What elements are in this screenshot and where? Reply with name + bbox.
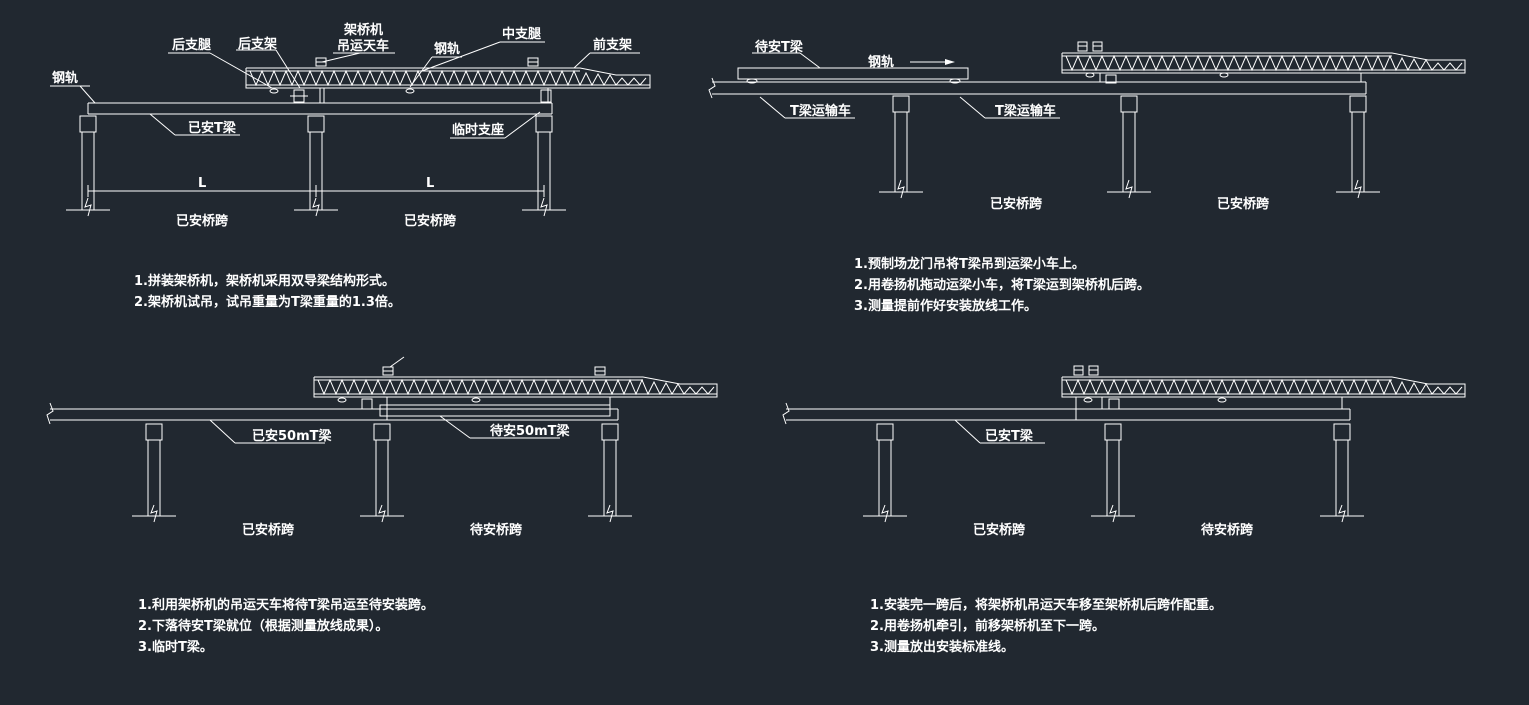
note-p3-1: 1.利用架桥机的吊运天车将待T梁吊运至待安装跨。 — [138, 597, 434, 613]
label-installed-girder: 已安T梁 — [188, 120, 237, 136]
support-legs — [269, 88, 552, 103]
note-p2-2: 2.用卷扬机拖动运梁小车，将T梁运到架桥机后跨。 — [854, 277, 1150, 293]
trolley — [315, 57, 539, 67]
trolleys-and-legs — [1073, 365, 1343, 420]
label-mid-leg: 中支腿 — [502, 26, 541, 42]
pier-3 — [588, 423, 632, 523]
span-dimension — [87, 185, 545, 197]
note-p4-2: 2.用卷扬机牵引，前移架桥机至下一跨。 — [870, 618, 1105, 634]
label-front-support: 前支架 — [593, 37, 632, 53]
pier-1 — [132, 423, 176, 523]
label-span2: 待安桥跨 — [1200, 522, 1254, 538]
pier-3 — [1320, 423, 1364, 523]
leader-lines — [752, 52, 1060, 119]
deck — [46, 402, 619, 425]
label-installed-girder: 已安T梁 — [985, 428, 1034, 444]
label-span2: 已安桥跨 — [1217, 196, 1270, 212]
note-p2-3: 3.测量提前作好安装放线工作。 — [854, 298, 1037, 314]
note-p1-2: 2.架桥机试吊，试吊重量为T梁重量的1.3倍。 — [134, 294, 401, 310]
label-span2: 已安桥跨 — [404, 213, 457, 229]
label-span2: 待安桥跨 — [469, 522, 523, 538]
label-temp-support: 临时支座 — [452, 122, 504, 138]
pier-1 — [863, 423, 907, 523]
note-p2-1: 1.预制场龙门吊将T梁吊到运梁小车上。 — [854, 256, 1085, 272]
note-p4-3: 3.测量放出安装标准线。 — [870, 639, 1014, 655]
label-installed-girder: 已安50mT梁 — [252, 428, 333, 444]
pending-girder — [737, 67, 969, 84]
label-pending-girder: 待安50mT梁 — [489, 423, 571, 439]
pier-2 — [1091, 423, 1135, 523]
panel-3-lifting: 已安50mT梁 待安50mT梁 已安桥跨 待安桥跨 1.利用架桥机的吊运天车将待… — [46, 356, 718, 655]
installed-deck — [87, 102, 553, 115]
label-rail: 钢轨 — [868, 54, 894, 70]
label-span1: 已安桥跨 — [242, 522, 295, 538]
leader-lines — [209, 415, 560, 444]
trolleys-and-legs — [337, 356, 611, 420]
deck — [782, 402, 1351, 425]
pier-2 — [294, 115, 338, 217]
launching-truss — [245, 67, 651, 89]
launching-truss — [1061, 376, 1466, 398]
label-span1: 已安桥跨 — [176, 213, 229, 229]
label-rear-support: 后支架 — [238, 36, 277, 52]
panel-2-transport: 待安T梁 钢轨 T梁运输车 T梁运输车 已安桥跨 已安桥跨 1.预制场龙门吊将T… — [708, 39, 1466, 314]
label-trolley2: T梁运输车 — [995, 103, 1056, 119]
launching-truss — [1061, 52, 1466, 74]
panel-1-assembly: 后支腿 后支架 架桥机 吊运天车 钢轨 中支腿 前支架 钢轨 已安T梁 临时支座… — [50, 22, 651, 310]
label-rail-left: 钢轨 — [52, 70, 78, 86]
pier-3 — [522, 115, 566, 217]
label-span1: 已安桥跨 — [990, 196, 1043, 212]
note-p1-1: 1.拼装架桥机，架桥机采用双导梁结构形式。 — [134, 273, 395, 289]
launching-truss — [313, 376, 718, 398]
label-machine-line1: 架桥机 — [343, 22, 383, 38]
label-trolley1: T梁运输车 — [790, 103, 851, 119]
label-machine-line2: 吊运天车 — [337, 38, 389, 54]
direction-arrow — [910, 59, 955, 65]
pier-3 — [1336, 95, 1380, 199]
label-pending-girder: 待安T梁 — [754, 39, 804, 55]
label-span-l1: L — [198, 176, 206, 191]
note-p4-1: 1.安装完一跨后，将架桥机吊运天车移至架桥机后跨作配重。 — [870, 597, 1222, 613]
pier-2 — [1107, 95, 1151, 199]
label-rear-leg: 后支腿 — [172, 37, 211, 53]
label-span-l2: L — [426, 176, 434, 191]
pier-1 — [66, 115, 110, 217]
deck — [708, 77, 1367, 99]
trolleys-and-legs — [1077, 41, 1362, 84]
panel-4-advance: 已安T梁 已安桥跨 待安桥跨 1.安装完一跨后，将架桥机吊运天车移至架桥机后跨作… — [782, 365, 1466, 655]
note-p3-2: 2.下落待安T梁就位（根据测量放线成果）。 — [138, 618, 388, 634]
label-span1: 已安桥跨 — [973, 522, 1026, 538]
note-p3-3: 3.临时T梁。 — [138, 639, 213, 655]
label-rail-top: 钢轨 — [434, 41, 460, 57]
leader-lines — [50, 41, 640, 139]
pier-2 — [360, 423, 404, 523]
leader-lines — [954, 419, 1045, 444]
pending-girder — [379, 404, 611, 417]
pier-1 — [879, 95, 923, 199]
